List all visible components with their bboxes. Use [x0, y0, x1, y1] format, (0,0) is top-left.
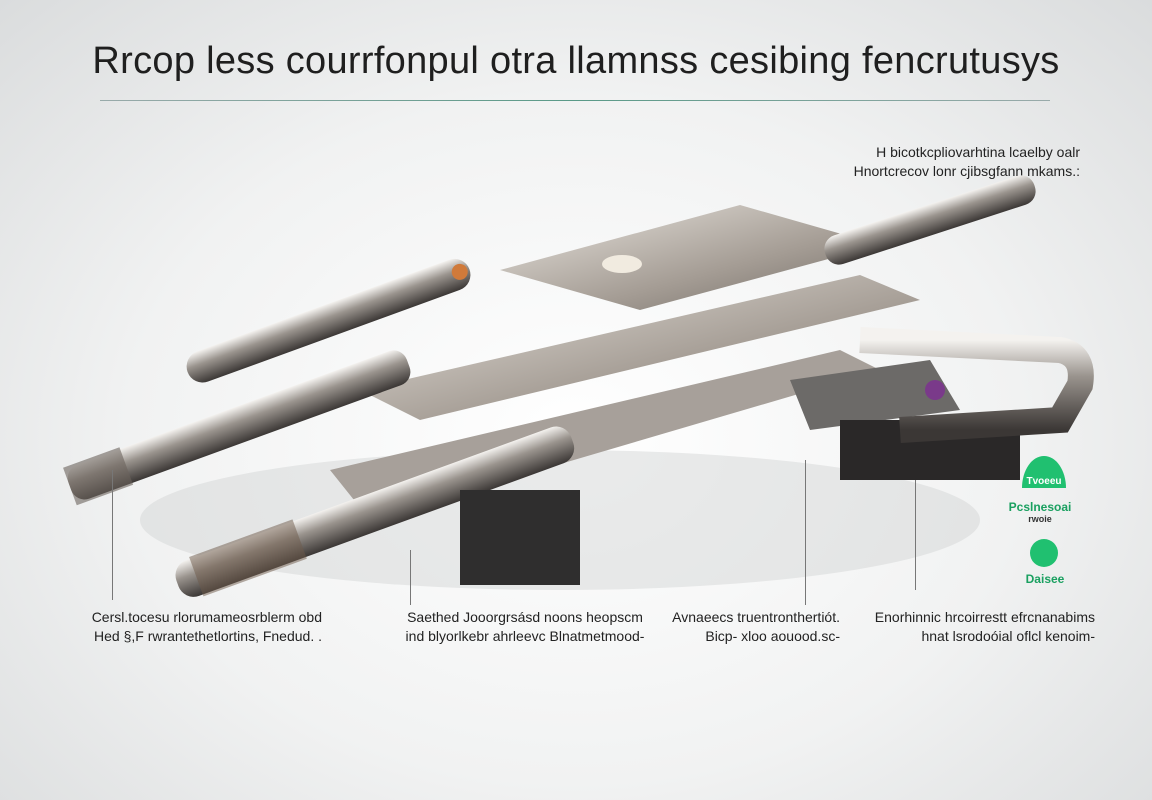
badge-top-label: Tvoeeu	[1026, 476, 1062, 487]
leader-line	[805, 460, 806, 605]
purple-fitting	[925, 380, 945, 400]
leader-line	[915, 480, 916, 590]
top-plate	[500, 205, 880, 310]
green-badge-bottom	[1030, 539, 1058, 567]
note-line: Hnortcrecov lonr cjibsgfann mkams.:	[853, 163, 1080, 179]
callout-3: Avnaeecs truentronthertiót. Bicp- xloo a…	[640, 608, 840, 646]
page-title: Rrcop less courrfonpul otra llamnss cesi…	[92, 40, 1060, 82]
leader-line	[112, 470, 113, 600]
callout-line: Enorhinnic hrcoirrestt efrcnanabims	[874, 609, 1095, 625]
block-housing	[460, 490, 580, 585]
callout-1: Cersl.tocesu rlorumameosrblerm obd Hed §…	[40, 608, 322, 646]
callout-line: Saethed Jooorgrsásd noons heopscm	[407, 609, 643, 625]
left-rod	[63, 350, 411, 506]
green-badge-top	[1022, 456, 1066, 488]
right-frame	[790, 360, 960, 430]
badge-middle-line: rwoie	[1028, 514, 1052, 524]
upper-right-rod	[824, 175, 1036, 265]
top-right-note: H bicotkcpliovarhtina lcaelby oalr Hnort…	[854, 143, 1080, 181]
title-divider	[100, 100, 1050, 101]
badge-bottom-label: Daisee	[1025, 572, 1065, 586]
callout-line: Hed §,F rwrantethetlortins, Fnedud. .	[94, 628, 322, 644]
callout-line: Bicp- xloo aouood.sc-	[705, 628, 840, 644]
right-loop-pipe	[859, 327, 1094, 443]
callout-line: ind blyorlkebr ahrleevc Blnatmetmood-	[405, 628, 645, 644]
leader-line	[410, 550, 411, 605]
callout-4: Enorhinnic hrcoirrestt efrcnanabims hnat…	[840, 608, 1095, 646]
callout-line: hnat lsrodoóial oflcl kenoim-	[921, 628, 1095, 644]
upper-left-rod	[186, 258, 471, 383]
middle-plate	[360, 275, 920, 420]
callout-line: Cersl.tocesu rlorumameosrblerm obd	[91, 609, 322, 625]
badge-middle: Pcslnesoai rwoie	[1005, 500, 1075, 524]
port-hole	[602, 255, 642, 273]
callout-2: Saethed Jooorgrsásd noons heopscm ind bl…	[380, 608, 670, 646]
callout-line: Avnaeecs truentronthertiót.	[672, 609, 840, 625]
lower-rod	[175, 426, 575, 597]
note-line: H bicotkcpliovarhtina lcaelby oalr	[876, 144, 1080, 160]
badge-middle-line: Pcslnesoai	[1008, 500, 1072, 514]
